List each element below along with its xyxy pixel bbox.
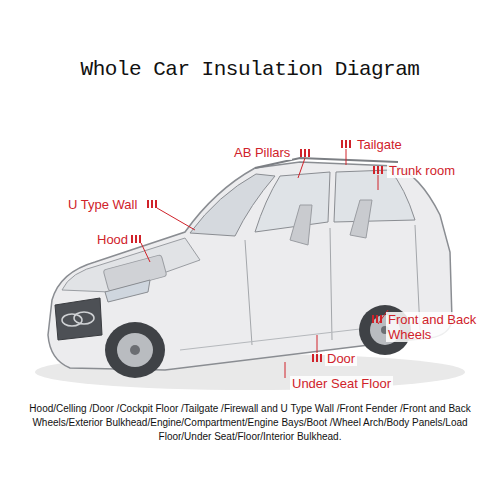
part-label: Front and Back Wheels — [386, 312, 482, 342]
leader-line — [141, 149, 388, 378]
part-label: Trunk room — [387, 163, 457, 178]
caption-text: Hood/Celling /Door /Cockpit Floor /Tailg… — [22, 402, 478, 444]
label-marker — [131, 140, 383, 362]
part-label: AB Pillars — [232, 145, 292, 160]
part-label: U Type Wall — [66, 197, 139, 212]
diagram-title: Whole Car Insulation Diagram — [0, 58, 500, 81]
part-label: Tailgate — [355, 137, 404, 152]
part-label: Under Seat Floor — [290, 376, 393, 391]
part-label: Hood — [95, 232, 130, 247]
part-label: Door — [325, 351, 357, 366]
